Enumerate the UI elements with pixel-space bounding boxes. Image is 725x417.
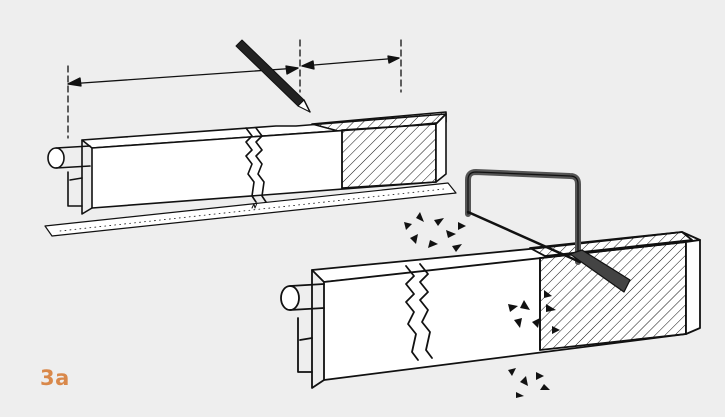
sawdust-particles bbox=[404, 212, 560, 398]
top-profile-assembly bbox=[44, 39, 457, 237]
hacksaw-icon bbox=[465, 169, 631, 293]
dimension-lines bbox=[67, 39, 402, 139]
pencil-icon bbox=[235, 39, 311, 113]
measuring-tape-icon bbox=[44, 182, 457, 237]
bottom-profile bbox=[280, 231, 701, 389]
step-label: 3a bbox=[40, 366, 70, 390]
bottom-profile-assembly bbox=[280, 169, 701, 398]
top-profile bbox=[47, 111, 447, 215]
